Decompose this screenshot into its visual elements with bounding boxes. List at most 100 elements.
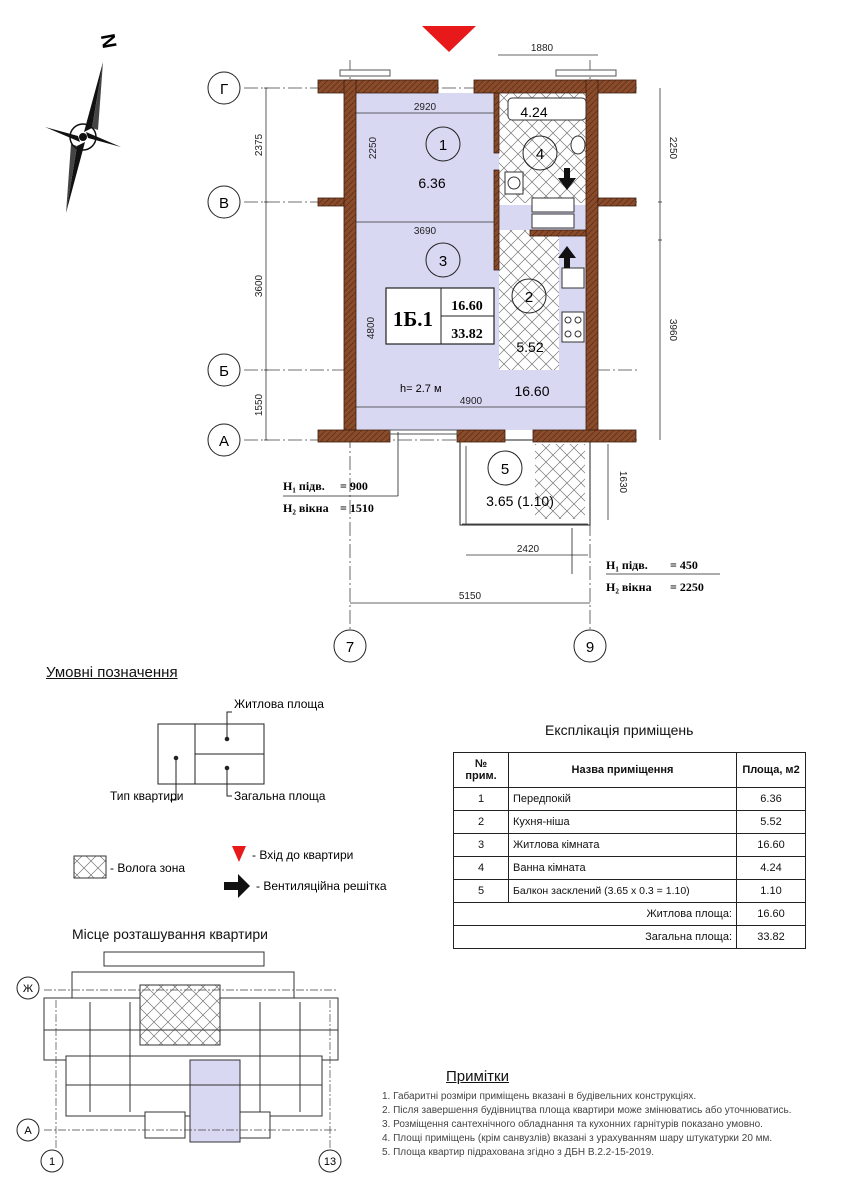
header-area: Площа, м2 — [736, 752, 806, 788]
sill-left-h2-label: H₂ вікна — [283, 501, 329, 515]
wet-zone-swatch — [73, 855, 107, 879]
header-name: Назва приміщення — [508, 752, 737, 788]
north-label: N — [96, 32, 120, 50]
row-name: Кухня-ніша — [508, 810, 737, 834]
note-item: 1. Габаритні розміри приміщень вказані в… — [382, 1091, 697, 1102]
table-row: 1 Передпокій 6.36 — [453, 787, 806, 811]
room-1-area: 6.36 — [418, 175, 445, 191]
sill-left-h1-label: H₁ підв. — [283, 479, 325, 493]
legend-wet-zone: - Волога зона — [110, 861, 185, 875]
total-area-label: Загальна площа: — [453, 925, 737, 949]
explication-table: № прим. Назва приміщення Площа, м2 1 Пер… — [453, 752, 806, 949]
dim-balcony-2420: 2420 — [517, 544, 540, 555]
sill-right-h2-value: = 2250 — [670, 580, 704, 594]
dim-inner-2250: 2250 — [368, 136, 379, 159]
location-title: Місце розташування квартири — [72, 926, 268, 942]
dim-left-1550: 1550 — [254, 393, 265, 416]
sill-left-h2-value: = 1510 — [340, 501, 374, 515]
axis-label-b: Б — [219, 363, 229, 380]
dim-balcony-1630: 1630 — [617, 471, 628, 494]
table-row: 5 Балкон засклений (3.65 х 0.3 = 1.10) 1… — [453, 879, 806, 903]
dim-right-3960: 3960 — [667, 319, 678, 342]
dimension-lines — [264, 54, 662, 604]
legend-entrance: - Вхід до квартири — [252, 848, 353, 862]
dim-left-3600: 3600 — [254, 274, 265, 297]
sill-callout-lines — [283, 432, 720, 575]
stove-icon — [561, 311, 585, 343]
dim-inner-3690: 3690 — [414, 226, 437, 237]
sill-right-h2-label: H₂ вікна — [606, 580, 652, 594]
row-name: Житлова кімната — [508, 833, 737, 857]
axis-bubbles — [207, 71, 607, 663]
row-name: Балкон засклений (3.65 х 0.3 = 1.10) — [508, 879, 737, 903]
row-area: 6.36 — [736, 787, 806, 811]
total-area-value: 33.82 — [736, 925, 806, 949]
axis-label-g: Г — [220, 81, 228, 98]
apartment-living-area: 16.60 — [451, 299, 483, 314]
location-axis-zh: Ж — [23, 983, 33, 995]
windows — [339, 69, 617, 525]
row-area: 4.24 — [736, 856, 806, 880]
sink-icon — [561, 267, 585, 289]
dim-bottom-5150: 5150 — [459, 591, 482, 602]
room-4-number: 4 — [536, 146, 544, 163]
dim-inner-4800: 4800 — [366, 316, 377, 339]
apartment-type-box — [385, 287, 495, 345]
toilet-icon — [570, 135, 586, 155]
location-key-plan — [43, 951, 339, 1143]
room-3-number: 3 — [439, 253, 447, 270]
legend-total-label: Загальна площа — [234, 789, 326, 803]
legend-title: Умовні позначення — [46, 664, 178, 681]
axis-label-7: 7 — [346, 639, 354, 656]
row-area: 5.52 — [736, 810, 806, 834]
sill-right-h1-value: = 450 — [670, 558, 698, 572]
room-number-circles — [425, 126, 558, 486]
vent-arrow-icons — [558, 168, 576, 268]
table-row: 4 Ванна кімната 4.24 — [453, 856, 806, 880]
row-num: 1 — [453, 787, 509, 811]
room-1-number: 1 — [439, 137, 447, 154]
fixtures — [504, 97, 587, 343]
bathtub-icon — [507, 97, 587, 121]
wet-zone-kitchen — [499, 230, 559, 370]
ceiling-height: h= 2.7 м — [400, 383, 442, 395]
note-item: 5. Площа квартир підрахована згідно з ДБ… — [382, 1147, 655, 1158]
location-axis-bubbles — [16, 976, 342, 1173]
row-area: 16.60 — [736, 833, 806, 857]
legend-vent: - Вентиляційна решітка — [256, 879, 387, 893]
sill-left-h1-value: = 900 — [340, 479, 368, 493]
notes-list: 1. Габаритні розміри приміщень вказані в… — [382, 1090, 792, 1160]
dim-left-2375: 2375 — [254, 133, 265, 156]
table-header-row: № прим. Назва приміщення Площа, м2 — [453, 752, 806, 788]
row-num: 5 — [453, 879, 509, 903]
table-row: 3 Житлова кімната 16.60 — [453, 833, 806, 857]
location-axis-13: 13 — [324, 1156, 336, 1168]
sill-right-h1-label: H₁ підв. — [606, 558, 648, 572]
dim-inner-2920: 2920 — [414, 102, 437, 113]
room-3-area: 16.60 — [514, 383, 549, 399]
dim-inner-4900: 4900 — [460, 396, 483, 407]
dim-right-2250: 2250 — [667, 137, 678, 160]
header-num: № прим. — [453, 752, 509, 788]
location-axis-1: 1 — [49, 1156, 55, 1168]
apartment-type: 1Б.1 — [393, 307, 433, 331]
living-area-label: Житлова площа: — [453, 902, 737, 926]
apartment-total-area: 33.82 — [451, 327, 483, 342]
room-5-area: 3.65 (1.10) — [486, 493, 554, 509]
note-item: 3. Розміщення сантехнічного обладнання т… — [382, 1119, 763, 1130]
notes-title: Примітки — [446, 1068, 509, 1085]
entrance-legend-icon — [232, 846, 246, 862]
entrance-marker-icon — [422, 26, 476, 52]
walls — [317, 79, 637, 443]
location-axis-lines — [44, 989, 338, 1150]
row-num: 4 — [453, 856, 509, 880]
living-area-value: 16.60 — [736, 902, 806, 926]
axis-label-v: В — [219, 195, 229, 212]
compass-rose-icon — [45, 62, 121, 213]
total-area-row: Загальна площа: 33.82 — [453, 925, 806, 949]
location-axis-a: А — [24, 1125, 32, 1137]
axis-label-a: А — [219, 433, 229, 450]
room-4-area: 4.24 — [520, 104, 547, 120]
row-name: Передпокій — [508, 787, 737, 811]
